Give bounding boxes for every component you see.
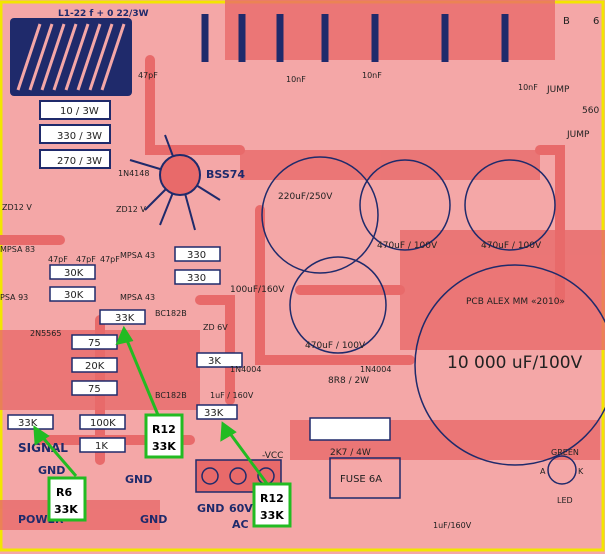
cap-470-c: 470uF / 100V — [305, 341, 366, 351]
power-resistors — [39, 100, 111, 169]
mpsa43b: MPSA 43 — [120, 293, 155, 302]
cap-4p7c: 47pF — [100, 255, 120, 264]
anno-ref-3: R6 — [56, 486, 72, 499]
res-3k: 3K — [208, 356, 221, 367]
annotation-box-r6: R6 33K — [47, 476, 87, 522]
anno-value-2: 33K — [260, 509, 284, 522]
header-b: B — [563, 16, 570, 27]
fuse-label: FUSE 6A — [340, 474, 382, 485]
fuse-holder — [329, 457, 401, 499]
annotation-box-r12-a: R12 33K — [144, 413, 184, 459]
res-1k: 1K — [95, 441, 108, 452]
cap-220-250: 220uF/250V — [278, 192, 333, 202]
cap-470-a: 470uF / 100V — [377, 241, 438, 251]
res-20k: 20K — [85, 361, 105, 372]
led-color: GREEN — [551, 448, 579, 457]
zener-6v: ZD 6V — [203, 323, 228, 332]
signal-label: SIGNAL — [18, 441, 68, 455]
bss74-label: BSS74 — [206, 168, 245, 181]
cap-1u-160b: 1uF/160V — [433, 521, 472, 530]
bc182b-2: BC182B — [155, 391, 187, 400]
res-8r8: 8R8 / 2W — [328, 376, 369, 386]
res-75b: 75 — [88, 384, 101, 395]
led-label: LED — [557, 496, 573, 505]
cap-10nf-a: 10nF — [286, 75, 306, 84]
mpsa43a: MPSA 43 — [120, 251, 155, 260]
gnd-label-3: GND — [197, 502, 224, 515]
inductor-coil — [10, 18, 132, 96]
res-330a: 330 — [187, 250, 206, 261]
cap-470-b: 470uF / 100V — [481, 241, 542, 251]
cap-10nf-c: 10nF — [518, 83, 538, 92]
60v-label: 60V — [229, 502, 253, 515]
diode-1n4004b: 1N4004 — [360, 365, 391, 374]
res-30kb: 30K — [64, 290, 84, 301]
inductor-label: L1-22 f + 0 22/3W — [58, 9, 149, 19]
cap-10nf-b: 10nF — [362, 71, 382, 80]
vcc-label: -VCC — [262, 451, 283, 461]
res-33k-low: 33K — [204, 408, 224, 419]
res-30ka: 30K — [64, 268, 84, 279]
annotation-arrows — [33, 325, 270, 486]
res-330-3w: 330 / 3W — [57, 131, 102, 142]
res-75a: 75 — [88, 338, 101, 349]
annotation-box-r12-b: R12 33K — [252, 482, 292, 528]
header-6: 6 — [593, 16, 599, 27]
res-270-3w: 270 / 3W — [57, 156, 102, 167]
psa93: PSA 93 — [0, 293, 28, 302]
res-2k7: 2K7 / 4W — [330, 448, 371, 458]
anno-ref-1: R12 — [152, 423, 176, 436]
led-anode: A — [540, 467, 546, 476]
anno-value-3: 33K — [54, 503, 78, 516]
anno-ref-2: R12 — [260, 492, 284, 505]
diode-1n4004a: 1N4004 — [230, 365, 261, 374]
gnd-label-2: GND — [125, 473, 152, 486]
jumper-2: JUMP — [566, 130, 590, 140]
cap-1u-160a: 1uF / 160V — [210, 391, 254, 400]
diode-1n4148: 1N4148 — [118, 169, 149, 178]
gnd-label-1: GND — [38, 464, 65, 477]
jfet-2n5565: 2N5565 — [30, 329, 61, 338]
res-10-3w: 10 / 3W — [60, 106, 99, 117]
cap-4p7a: 47pF — [48, 255, 68, 264]
bss74-footprint — [129, 134, 221, 231]
cap-4p7b: 47pF — [76, 255, 96, 264]
res-330b: 330 — [187, 273, 206, 284]
res-100k: 100K — [90, 418, 116, 429]
res-33k-main: 33K — [115, 313, 135, 324]
anno-value-1: 33K — [152, 440, 176, 453]
jumper-1: JUMP — [546, 85, 570, 95]
gnd-label-4: GND — [140, 513, 167, 526]
bc182b: BC182B — [155, 309, 187, 318]
vias-top — [201, 14, 509, 62]
cap-47pf-top: 47pF — [138, 71, 158, 80]
ac-label: AC — [232, 518, 249, 531]
mpsa83: MPSA 83 — [0, 245, 35, 254]
led-footprint — [547, 455, 577, 485]
electrolytic-caps — [261, 156, 605, 466]
res-33k-left: 33K — [18, 418, 38, 429]
led-cathode: K — [578, 467, 584, 476]
pcb-title: PCB ALEX MM «2010» — [466, 297, 565, 307]
cap-100-160: 100uF/160V — [230, 285, 285, 295]
small-resistors — [7, 246, 391, 453]
res-560: 560 — [582, 106, 599, 116]
big-cap-label: 10 000 uF/100V — [447, 353, 583, 373]
zener-12b: ZD12 V — [116, 205, 146, 214]
zener-12a: ZD12 V — [2, 203, 32, 212]
